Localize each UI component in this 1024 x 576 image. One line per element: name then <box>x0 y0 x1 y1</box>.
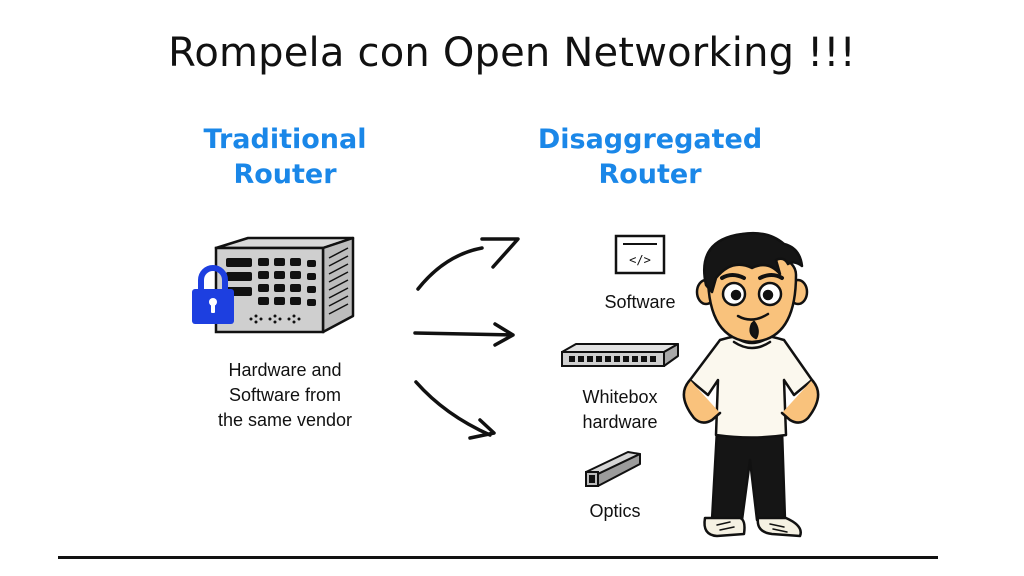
arrow-up-right-icon <box>416 237 520 291</box>
arrow-right-icon <box>413 322 515 347</box>
caption-line: Hardware and <box>228 360 342 380</box>
caption-line: the same vendor <box>217 410 353 430</box>
code-window-icon: </> <box>614 234 666 275</box>
arrows-group <box>413 237 520 440</box>
caption-line: Software from <box>228 385 342 405</box>
optical-transceiver-icon <box>585 451 641 487</box>
traditional-router-heading: Traditional Router <box>180 122 390 192</box>
heading-line: Traditional <box>203 124 367 155</box>
heading-line: Disaggregated <box>537 124 763 155</box>
page-title: Rompela con Open Networking !!! <box>168 30 856 76</box>
padlock-icon <box>192 265 234 324</box>
software-label: Software <box>604 292 676 312</box>
bottom-divider <box>58 556 938 559</box>
svg-text:</>: </> <box>629 253 651 267</box>
whitebox-hardware-label: Whitebox hardware <box>550 385 690 435</box>
optics-label: Optics <box>589 501 641 521</box>
network-switch-icon <box>561 343 679 367</box>
engineer-character <box>682 231 820 538</box>
disaggregated-router-heading: Disaggregated Router <box>515 122 785 192</box>
traditional-router-caption: Hardware and Software from the same vend… <box>190 358 380 433</box>
heading-line: Router <box>598 159 702 190</box>
label-line: hardware <box>582 412 658 432</box>
heading-line: Router <box>233 159 337 190</box>
label-line: Whitebox <box>582 387 658 407</box>
arrow-down-right-icon <box>414 380 496 440</box>
